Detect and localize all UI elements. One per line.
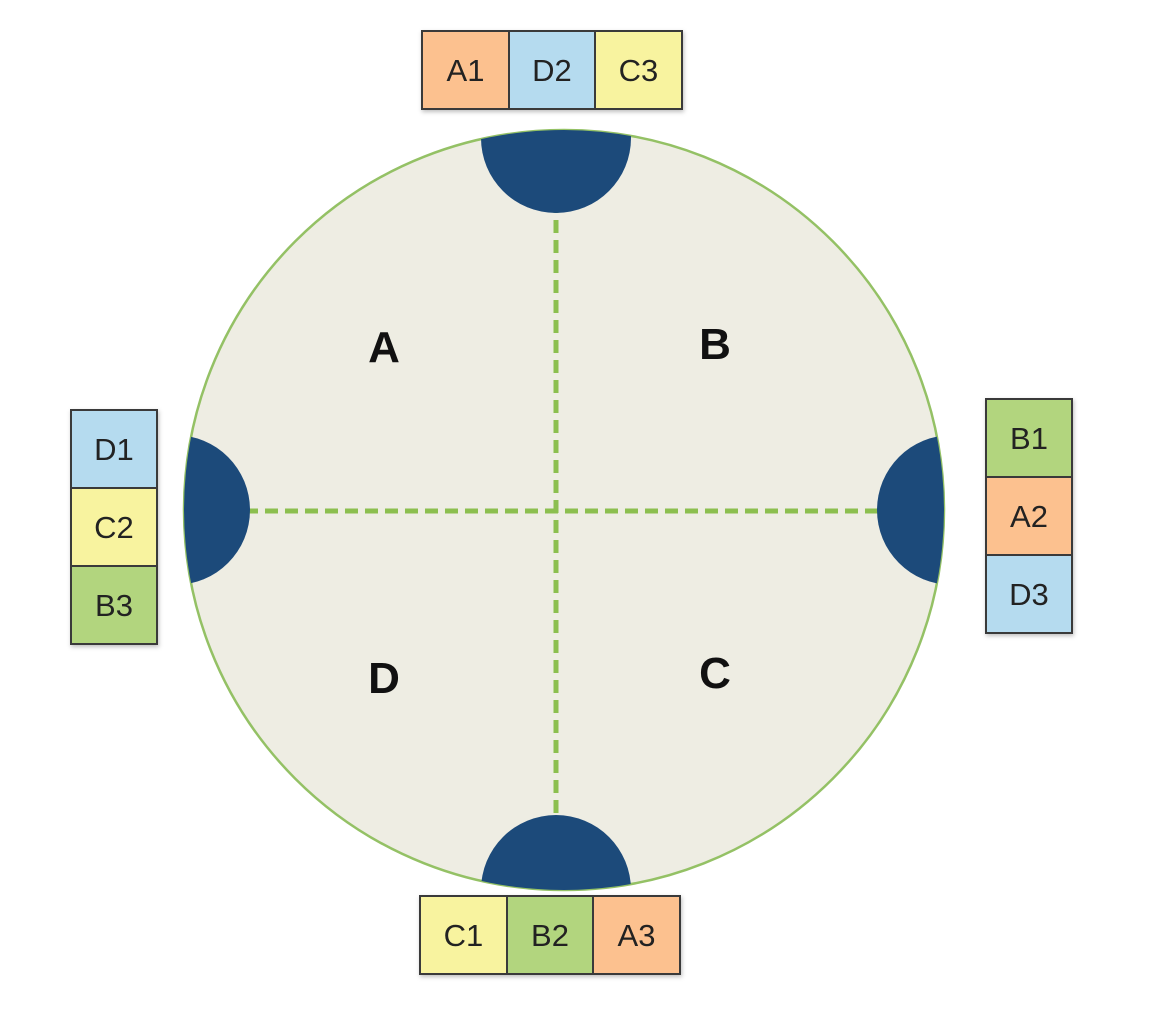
- node-group: [184, 130, 944, 890]
- token-label-b1: B1: [1010, 421, 1048, 456]
- token-box-c3: [594, 30, 683, 110]
- token-box-a3: [592, 895, 681, 975]
- token-label-d1: D1: [94, 432, 134, 467]
- token-label-c3: C3: [619, 53, 659, 88]
- token-box-d2: [508, 30, 596, 110]
- node-top: [481, 130, 631, 213]
- token-group-left: D1 C2 B3: [70, 409, 158, 645]
- token-label-b2: B2: [531, 918, 569, 953]
- token-label-a3: A3: [618, 918, 656, 953]
- token-label-d3: D3: [1009, 577, 1049, 612]
- quadrant-label-c: C: [699, 649, 731, 698]
- token-box-a1: [421, 30, 510, 110]
- quadrant-label-d: D: [368, 654, 400, 703]
- node-right: [877, 435, 944, 585]
- token-label-a1: A1: [447, 53, 485, 88]
- token-label-c2: C2: [94, 510, 134, 545]
- quadrant-label-a: A: [368, 323, 400, 372]
- token-label-a2: A2: [1010, 499, 1048, 534]
- token-label-c1: C1: [444, 918, 484, 953]
- quadrant-label-b: B: [699, 320, 731, 369]
- node-left: [184, 435, 250, 585]
- token-group-bottom: C1 B2 A3: [419, 895, 681, 975]
- token-box-c1: [419, 895, 508, 975]
- token-group-top: A1 D2 C3: [421, 30, 683, 110]
- token-label-d2: D2: [532, 53, 572, 88]
- node-bottom: [481, 815, 631, 890]
- token-box-b3: [70, 565, 158, 645]
- token-box-d3: [985, 554, 1073, 634]
- token-label-b3: B3: [95, 588, 133, 623]
- token-group-right: B1 A2 D3: [985, 398, 1073, 634]
- token-box-b2: [506, 895, 594, 975]
- token-box-c2: [70, 487, 158, 567]
